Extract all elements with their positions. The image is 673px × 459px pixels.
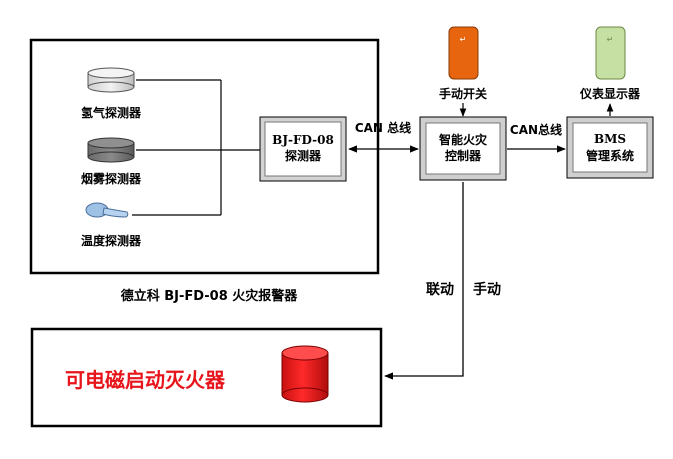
controller-line1: 智能火灾 xyxy=(438,132,488,147)
bms-box: BMS 管理系统 xyxy=(566,116,654,179)
manual-switch-icon: ↵ xyxy=(448,26,479,80)
bj-fd-08-detector-box: BJ-FD-08 探测器 xyxy=(259,116,347,182)
can-bus-right-label: CAN总线 xyxy=(510,122,562,137)
manual-switch-label: 手动开关 xyxy=(439,86,487,101)
controller-line2: 控制器 xyxy=(445,148,482,163)
display-return-glyph: ↵ xyxy=(607,35,614,44)
temperature-detector-label: 温度探测器 xyxy=(81,233,142,248)
hydrogen-detector-label: 氢气探测器 xyxy=(81,105,142,120)
bj-detector-name: 探测器 xyxy=(285,148,322,163)
bms-line2: 管理系统 xyxy=(586,148,634,163)
detector-connector-lines xyxy=(132,79,260,216)
bms-line1: BMS xyxy=(594,132,626,146)
fire-controller-box: 智能火灾 控制器 xyxy=(419,116,507,181)
instrument-display-icon: ↵ xyxy=(595,26,626,80)
hydrogen-detector-icon xyxy=(87,67,135,93)
instrument-display-label: 仪表显示器 xyxy=(579,86,641,101)
linkage-arrow xyxy=(384,182,464,380)
temperature-probe-icon xyxy=(85,202,129,218)
smoke-detector-label: 烟雾探测器 xyxy=(81,171,142,186)
smoke-detector-icon xyxy=(87,137,135,163)
manual-label: 手动 xyxy=(473,281,501,298)
linkage-label: 联动 xyxy=(426,281,454,298)
alarm-caption: 德立科 BJ-FD-08 火灾报警器 xyxy=(121,288,299,304)
return-glyph: ↵ xyxy=(460,35,467,44)
extinguisher-label: 可电磁启动灭火器 xyxy=(65,368,226,392)
detector-group-frame xyxy=(29,38,380,275)
bj-detector-model: BJ-FD-08 xyxy=(272,133,334,147)
extinguisher-frame xyxy=(30,327,383,428)
can-bus-left-label: CAN 总线 xyxy=(355,120,411,135)
extinguisher-cylinder-icon xyxy=(281,345,329,403)
